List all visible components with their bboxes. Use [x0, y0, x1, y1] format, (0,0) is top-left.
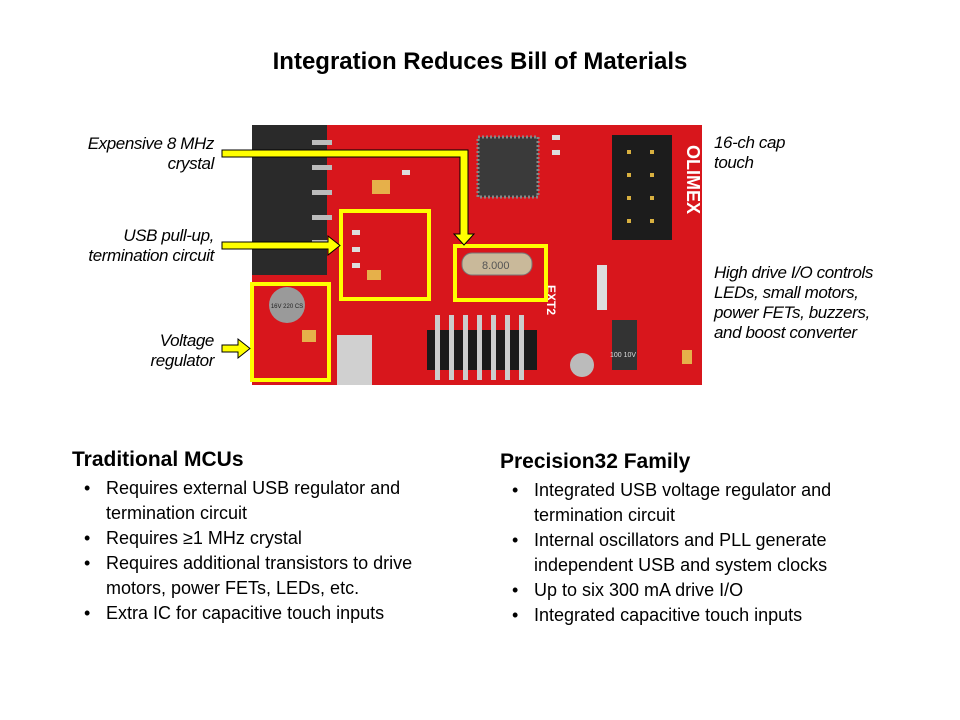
callout-line: and boost converter — [714, 323, 857, 342]
brand-logo: OLIMEX — [683, 145, 702, 214]
precision32-section: Precision32 Family Integrated USB voltag… — [500, 450, 900, 628]
callout-line: power FETs, buzzers, — [714, 303, 870, 322]
regulator-arrow — [221, 337, 251, 360]
callout-line: 16-ch cap — [714, 133, 786, 152]
slide-title: Integration Reduces Bill of Materials — [272, 48, 688, 75]
electrolytic-marking: 16V 220 CS — [271, 304, 303, 310]
callout-high-drive: High drive I/O controls LEDs, small moto… — [714, 263, 873, 343]
callout-crystal: Expensive 8 MHz crystal — [87, 134, 215, 174]
electrolytic-capacitor — [269, 287, 305, 323]
callout-line: termination circuit — [88, 246, 214, 265]
bullet-item: Extra IC for capacitive touch inputs — [72, 601, 472, 626]
mcu-chip — [476, 135, 540, 199]
capacitor-marking: 100 10V — [610, 352, 636, 359]
callout-cap-touch: 16-ch cap touch — [714, 133, 785, 173]
usb-arrow — [221, 234, 341, 257]
callout-line: touch — [714, 153, 754, 172]
bullet-item: Requires ≥1 MHz crystal — [72, 526, 472, 551]
callout-line: regulator — [150, 351, 215, 370]
callout-line: crystal — [167, 154, 215, 173]
board-illustration: OLIMEX 8.000 EXT2 100 10V 16V 220 CS — [252, 125, 702, 385]
crystal-arrow — [221, 149, 476, 246]
callout-regulator: Voltage regulator — [151, 331, 215, 371]
callout-line: LEDs, small motors, — [714, 283, 859, 302]
crystal — [461, 252, 533, 276]
regulator-highlight-box — [250, 282, 331, 382]
precision32-heading: Precision32 Family — [500, 450, 691, 473]
crystal-highlight-box — [453, 244, 548, 302]
usb-highlight-box — [339, 209, 431, 301]
inductor — [612, 320, 637, 370]
usb-connector — [337, 335, 372, 385]
bullet-item: Requires additional transistors to drive… — [72, 551, 472, 601]
bullet-item: Up to six 300 mA drive I/O — [500, 578, 900, 603]
jtag-header — [612, 135, 672, 240]
callout-line: Voltage — [159, 331, 215, 350]
standoff — [570, 353, 594, 377]
bullet-item: Integrated USB voltage regulator and ter… — [500, 478, 900, 528]
callout-line: USB pull-up, — [123, 226, 214, 245]
callout-line: Expensive 8 MHz — [87, 134, 215, 153]
callout-line: High drive I/O controls — [714, 263, 873, 282]
callout-usb: USB pull-up, termination circuit — [88, 226, 214, 266]
crystal-marking: 8.000 — [482, 260, 510, 272]
bullet-item: Requires external USB regulator and term… — [72, 476, 472, 526]
bullet-item: Integrated capacitive touch inputs — [500, 603, 900, 628]
bullet-item: Internal oscillators and PLL generate in… — [500, 528, 900, 578]
traditional-heading: Traditional MCUs — [72, 448, 244, 471]
traditional-section: Traditional MCUs Requires external USB r… — [72, 448, 472, 626]
